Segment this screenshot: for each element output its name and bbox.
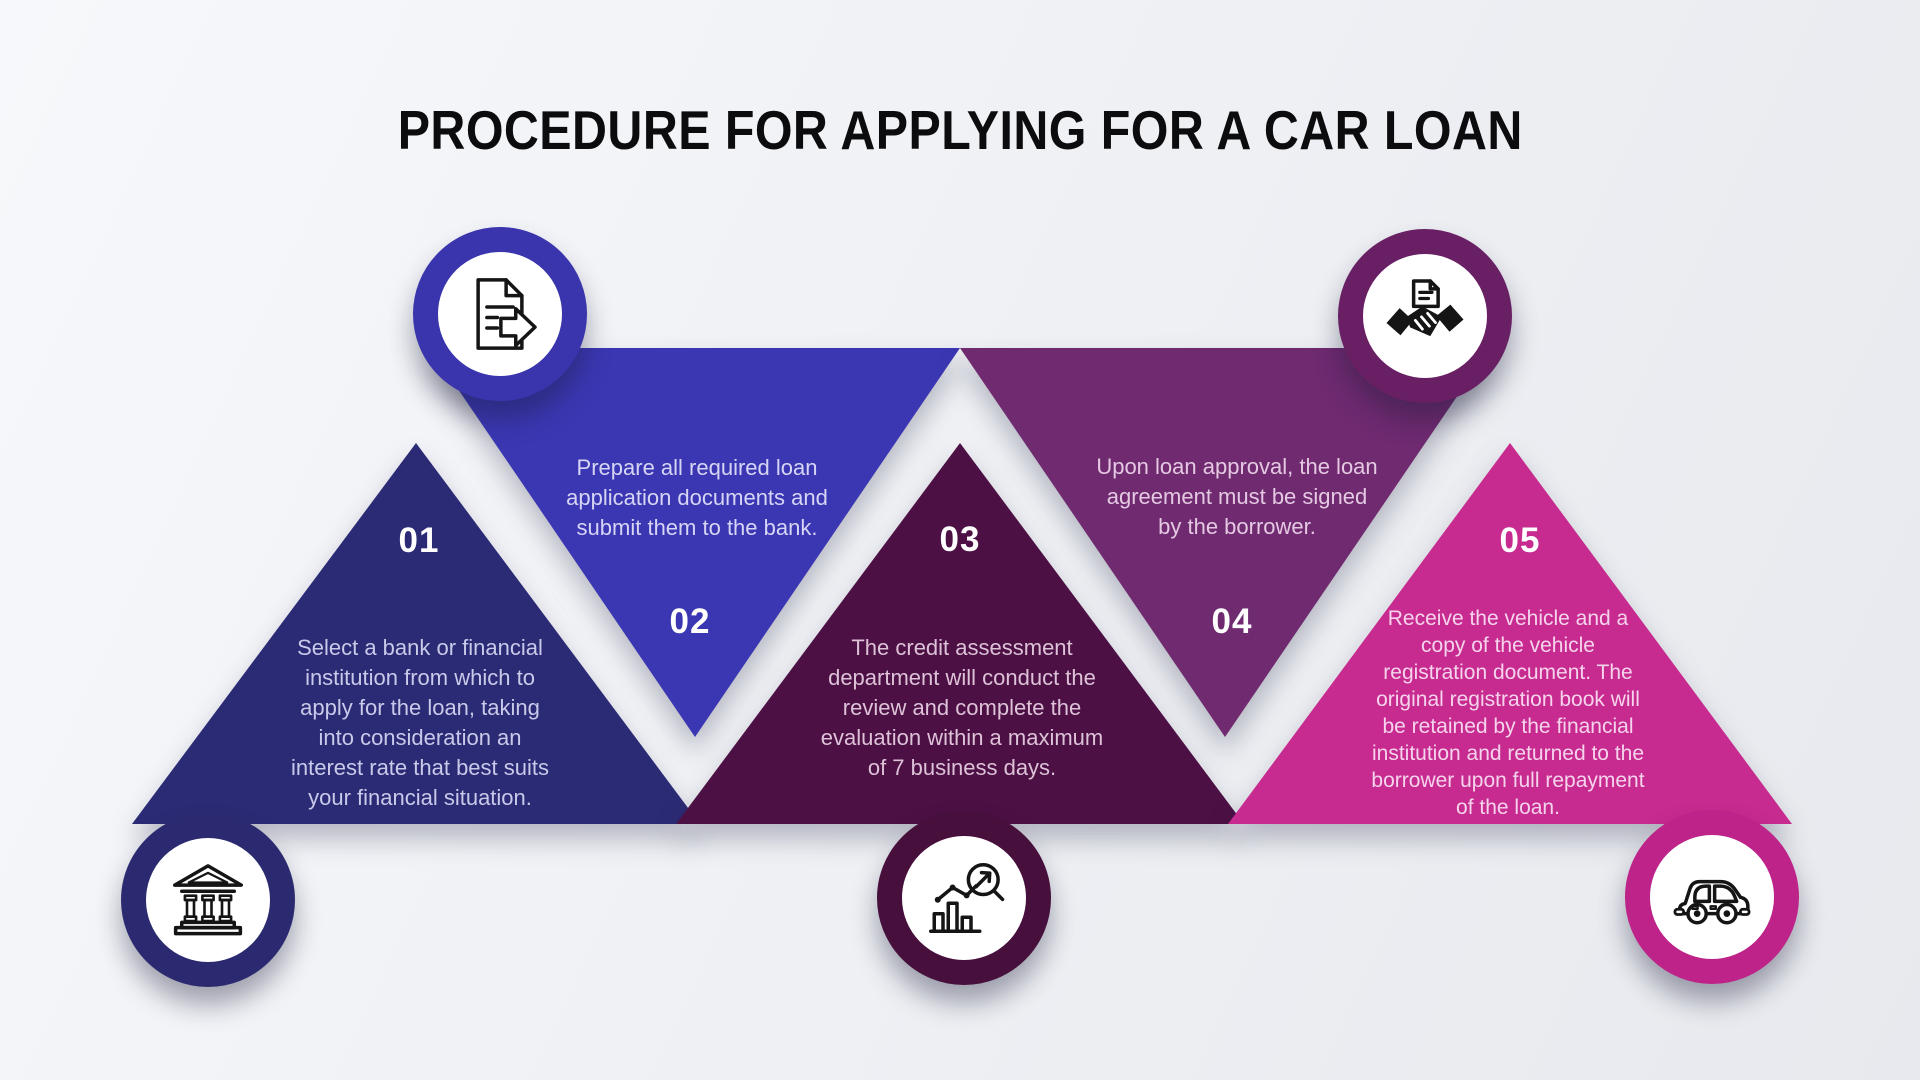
step-1-triangle [132, 443, 700, 824]
car-icon [1673, 879, 1751, 925]
step-3-description: The credit assessment department will co… [820, 635, 1104, 780]
step-4-description: Upon loan approval, the loan agreement m… [1096, 454, 1378, 539]
step-5-number: 05 [1499, 521, 1541, 560]
step-4-triangle [960, 348, 1490, 737]
step-3-triangle [676, 443, 1244, 824]
step-5-description: Receive the vehicle and a copy of the ve… [1371, 607, 1645, 819]
chart-analysis-icon [929, 863, 1005, 933]
step-2-triangle [430, 348, 960, 737]
bank-icon [173, 864, 243, 936]
step-2-description: Prepare all required loan application do… [566, 455, 828, 540]
step-4-node [1338, 229, 1512, 403]
step-2-node [413, 227, 587, 401]
step-3-number: 03 [939, 520, 981, 559]
step-1-description: Select a bank or financial institution f… [290, 635, 550, 810]
step-1-node [121, 813, 295, 987]
handshake-icon [1386, 279, 1464, 337]
page-title: PROCEDURE FOR APPLYING FOR A CAR LOAN [0, 100, 1920, 160]
page-title-text: PROCEDURE FOR APPLYING FOR A CAR LOAN [397, 99, 1523, 161]
step-4-number: 04 [1211, 602, 1253, 641]
step-5-triangle [1228, 443, 1792, 824]
step-1-number: 01 [398, 521, 440, 560]
step-3-node [877, 811, 1051, 985]
step-2-number: 02 [669, 602, 711, 641]
step-5-node [1625, 810, 1799, 984]
document-submit-icon [476, 278, 537, 350]
